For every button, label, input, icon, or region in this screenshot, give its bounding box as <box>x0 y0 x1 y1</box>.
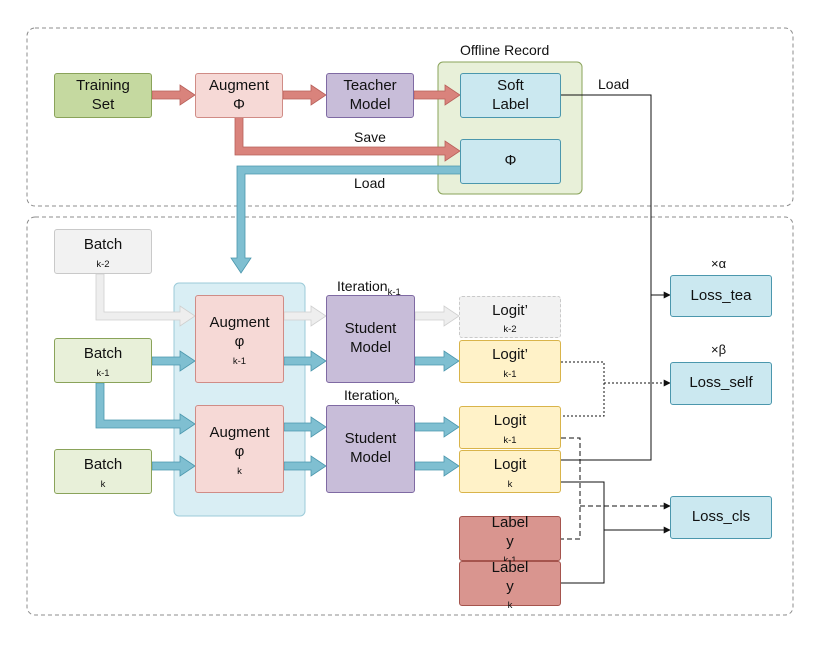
line-logitp-to-loss-self <box>561 361 605 417</box>
line-soft-to-loss-tea <box>561 94 671 299</box>
iteration-k1-label: Iterationk-1 <box>337 278 401 298</box>
arrow-aug1-to-student <box>283 350 327 372</box>
iteration-k-label: Iterationk <box>344 387 400 407</box>
loss-cls-node: Loss_cls <box>670 496 772 539</box>
arrow-batchk1-to-aug <box>151 350 196 372</box>
arrow-student1-to-logitp <box>414 350 460 372</box>
arrow-train-to-aug <box>151 84 196 106</box>
arrow-teacher-to-soft <box>413 84 461 106</box>
arrow-phi-load <box>230 165 462 274</box>
line-logitk-to-loss-tea <box>561 295 652 461</box>
line-logitk1-to-loss-cls <box>561 437 581 540</box>
logit-prime-k1-node: Logit’k-1 <box>459 340 561 383</box>
load-mid-label: Load <box>354 175 386 191</box>
online-section-frame <box>26 216 794 616</box>
offline-section-frame <box>26 27 794 207</box>
arrow-student2-to-logitk1 <box>414 416 460 438</box>
arrow-batchk2-down <box>95 273 196 327</box>
beta-label: ×β <box>711 342 727 357</box>
alpha-label: ×α <box>711 256 727 271</box>
arrow-aug-to-student-gray <box>283 305 327 327</box>
arrow-aug2-to-student-a <box>283 416 327 438</box>
logit-prime-k2-node: Logit’k-2 <box>459 296 561 338</box>
arrow-student-to-logitk2-gray <box>414 305 460 327</box>
loss-self-node: Loss_self <box>670 362 772 405</box>
arrow-aug2-to-student-b <box>283 455 327 477</box>
arrow-batchk-to-aug <box>151 455 196 477</box>
arrow-batchk1-down <box>95 382 196 435</box>
arrow-aug-save <box>234 116 461 162</box>
label-k1-node: Label yk-1 <box>459 514 561 566</box>
load-top-label: Load <box>598 76 630 92</box>
line-label-k-to-loss-cls <box>561 530 605 584</box>
save-label: Save <box>354 129 386 145</box>
loss-tea-node: Loss_tea <box>670 275 772 317</box>
arrow-student2-to-logitk <box>414 455 460 477</box>
phi-record-node: Φ <box>460 139 561 184</box>
arrow-aug-to-teacher <box>282 84 327 106</box>
offline-record-label: Offline Record <box>460 42 550 58</box>
